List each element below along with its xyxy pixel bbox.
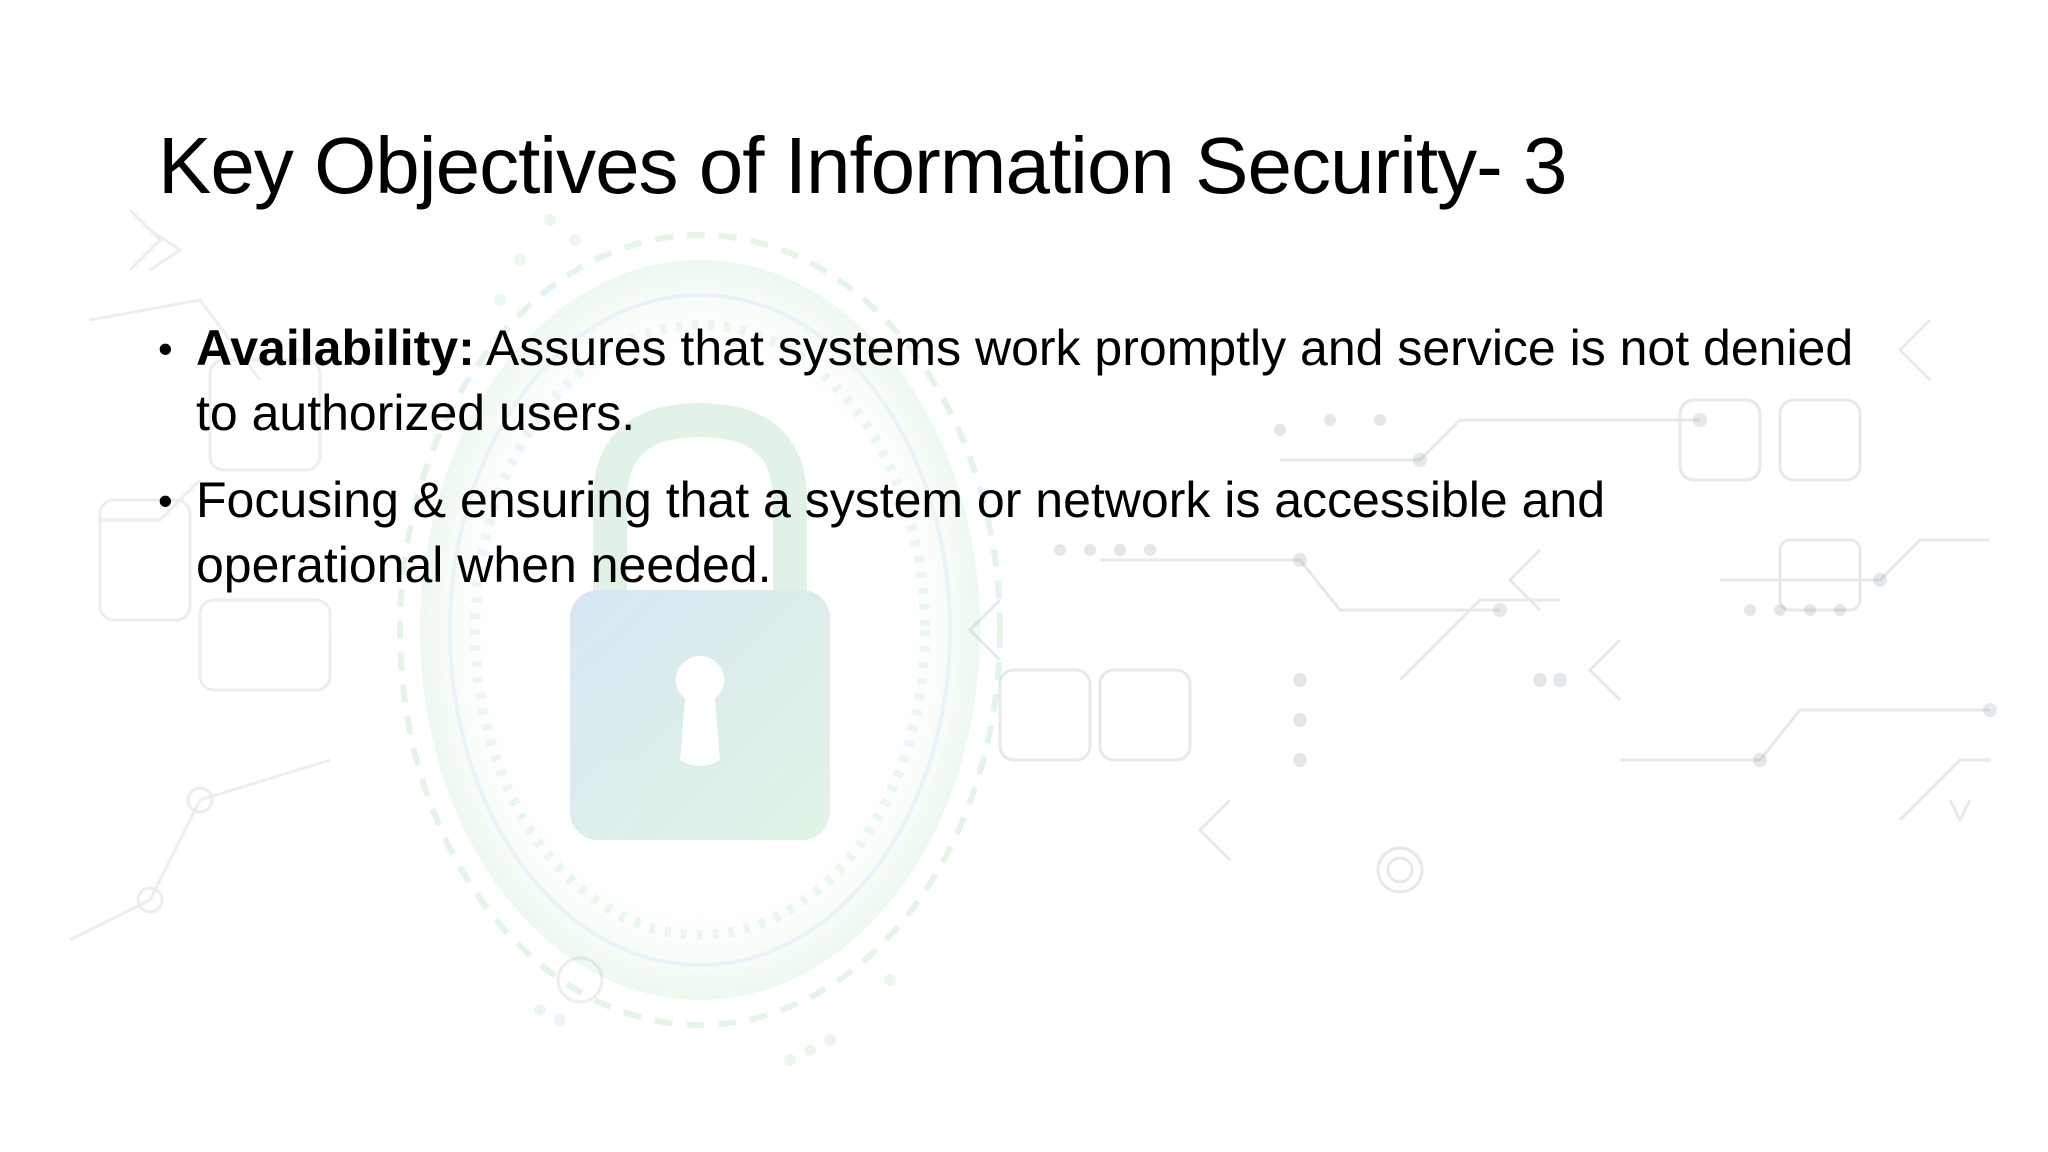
bullet-text: Focusing & ensuring that a system or net… <box>196 472 1606 593</box>
bullet-icon: • <box>158 325 173 372</box>
bullet-text: Assures that systems work promptly and s… <box>196 320 1854 441</box>
bullet-icon: • <box>158 477 173 524</box>
list-item: • Focusing & ensuring that a system or n… <box>158 468 1858 598</box>
bullet-list: • Availability: Assures that systems wor… <box>158 316 1858 620</box>
slide-title: Key Objectives of Information Security- … <box>158 121 1567 210</box>
list-item: • Availability: Assures that systems wor… <box>158 316 1858 446</box>
bullet-term: Availability: <box>196 320 475 376</box>
